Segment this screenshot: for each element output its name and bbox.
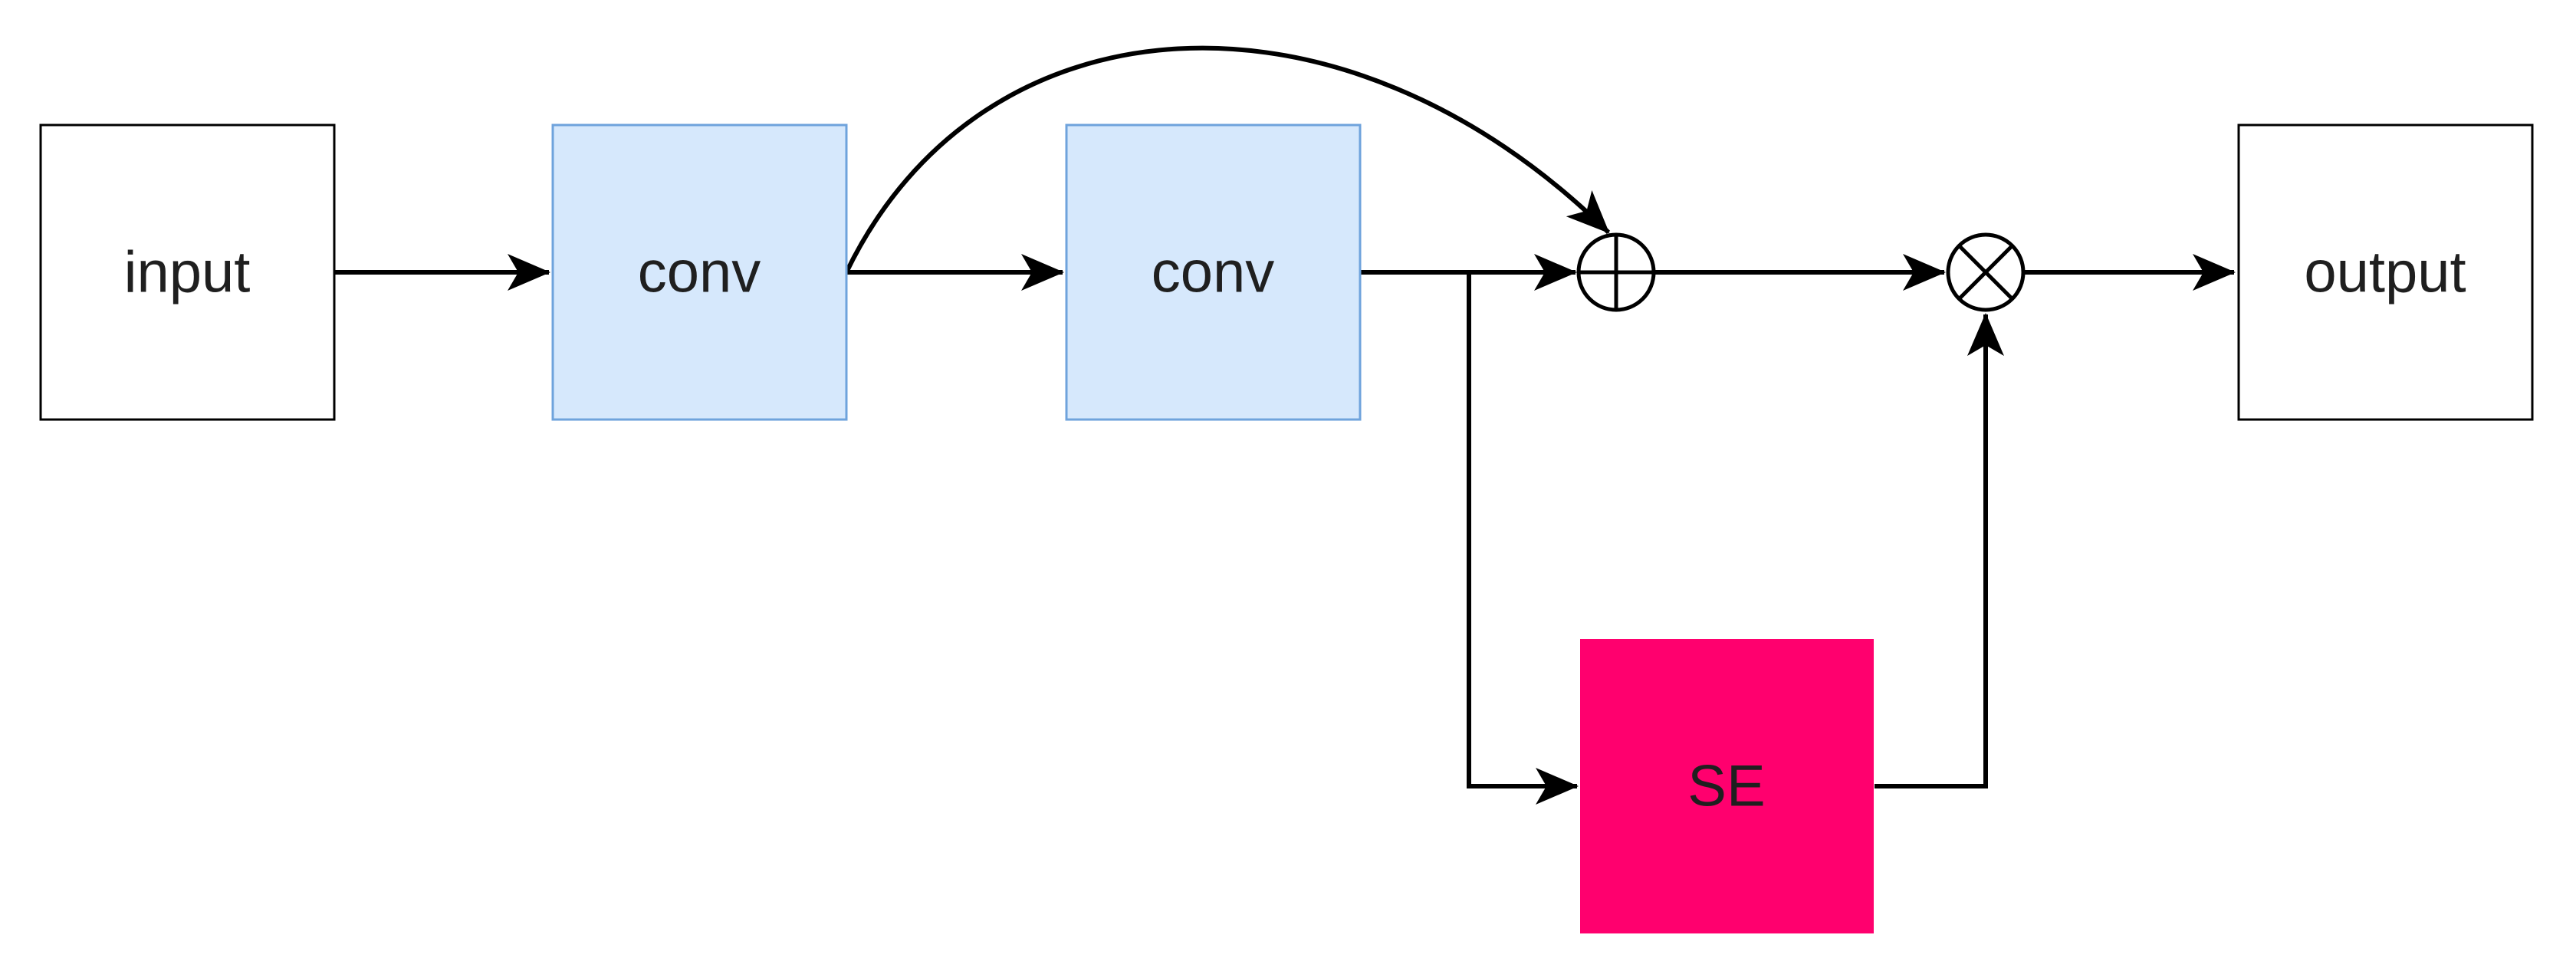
edge-conv2-to-se — [1467, 272, 1579, 805]
node-se: SE — [1580, 639, 1874, 933]
edge-se-to-multiply — [1875, 313, 2004, 788]
circle-plus-icon — [1576, 232, 1656, 312]
node-input: input — [39, 123, 336, 421]
circle-times-icon — [1946, 232, 2026, 312]
node-output: output — [2237, 123, 2534, 421]
se-box — [1580, 639, 1874, 933]
conv-box-2 — [1065, 123, 1362, 421]
conv-label-2: conv — [1152, 240, 1275, 305]
conv-box-1 — [551, 123, 848, 421]
edge-skip-connection — [844, 45, 1611, 274]
output-box — [2237, 123, 2534, 421]
node-conv-2: conv — [1065, 123, 1362, 421]
conv-label-1: conv — [638, 240, 761, 305]
output-label: output — [2304, 240, 2466, 305]
input-label: input — [124, 240, 251, 305]
se-label: SE — [1687, 754, 1765, 819]
input-box — [39, 123, 336, 421]
edges — [335, 45, 2236, 805]
node-conv-1: conv — [551, 123, 848, 421]
